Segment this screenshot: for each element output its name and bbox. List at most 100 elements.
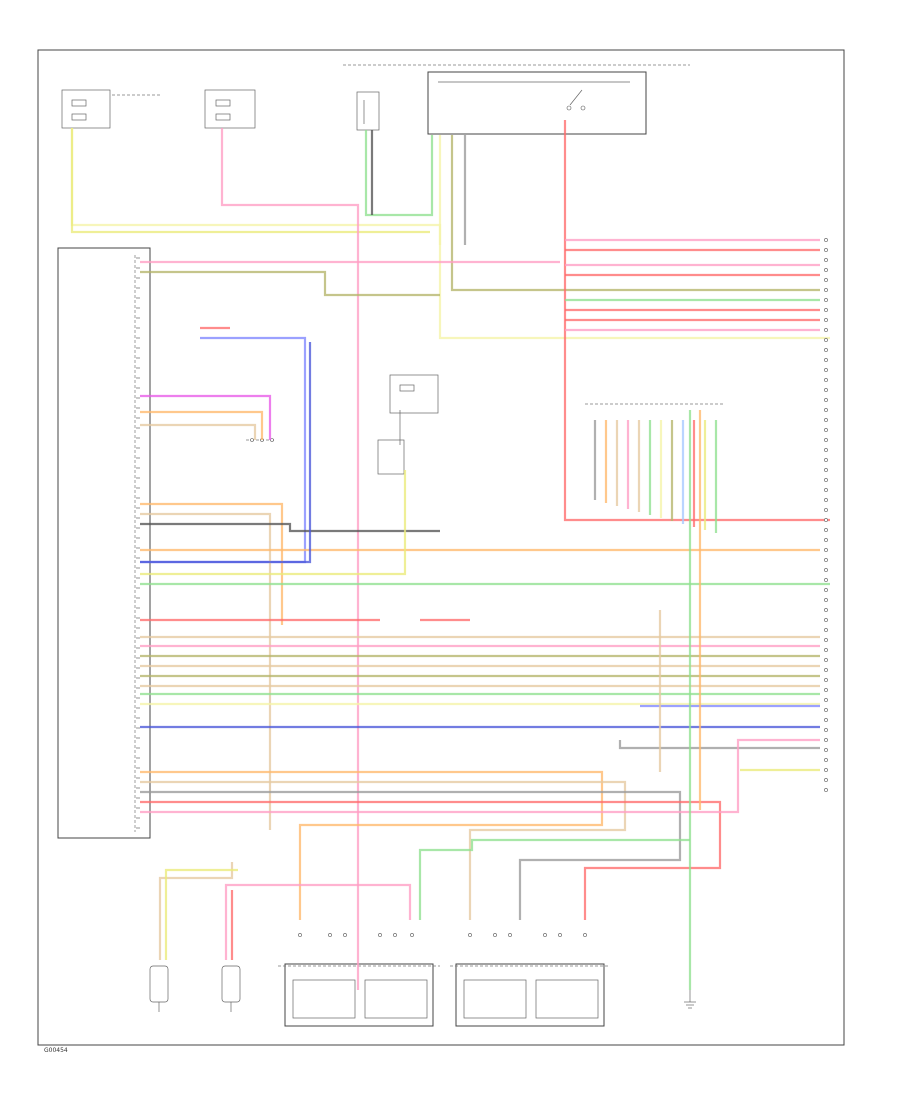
right-edge-terminal-49 bbox=[824, 728, 828, 732]
coil-terminal-9 bbox=[543, 933, 547, 937]
right-edge-terminal-3 bbox=[824, 268, 828, 272]
coil-terminal-3 bbox=[378, 933, 382, 937]
wire-0 bbox=[70, 128, 442, 245]
coil-terminal-10 bbox=[558, 933, 562, 937]
wire-21 bbox=[140, 394, 272, 440]
wire-5 bbox=[438, 135, 830, 340]
diagram-frame bbox=[37, 49, 845, 1046]
right-edge-terminal-21 bbox=[824, 448, 828, 452]
right-edge-terminal-7 bbox=[824, 308, 828, 312]
right-edge-terminal-48 bbox=[824, 718, 828, 722]
right-edge-terminal-53 bbox=[824, 768, 828, 772]
wire-1 bbox=[70, 128, 430, 234]
right-edge-terminal-34 bbox=[824, 578, 828, 582]
right-edge-terminal-39 bbox=[824, 628, 828, 632]
wire-67 bbox=[224, 883, 412, 960]
right-edge-terminal-42 bbox=[824, 658, 828, 662]
wire-65 bbox=[158, 862, 234, 960]
footer-code: G00454 bbox=[44, 1047, 68, 1054]
wire-6 bbox=[450, 135, 820, 292]
right-edge-terminal-40 bbox=[824, 638, 828, 642]
coil-terminal-2 bbox=[343, 933, 347, 937]
wire-3 bbox=[364, 130, 434, 217]
relay-middle bbox=[377, 374, 439, 475]
right-edge-terminal-2 bbox=[824, 258, 828, 262]
wire-66 bbox=[164, 868, 238, 960]
right-edge-terminal-19 bbox=[824, 428, 828, 432]
wire-25 bbox=[140, 512, 272, 830]
right-edge-terminal-50 bbox=[824, 738, 828, 742]
right-edge-terminal-1 bbox=[824, 248, 828, 252]
right-edge-terminal-26 bbox=[824, 498, 828, 502]
right-edge-terminal-38 bbox=[824, 618, 828, 622]
right-edge-terminal-43 bbox=[824, 668, 828, 672]
wire-22 bbox=[140, 410, 264, 440]
right-edge-terminal-52 bbox=[824, 758, 828, 762]
left-oxygen-sensor bbox=[149, 965, 169, 1012]
right-edge-terminal-12 bbox=[824, 358, 828, 362]
right-edge-terminal-10 bbox=[824, 338, 828, 342]
wire-18 bbox=[140, 270, 440, 297]
right-edge-terminal-51 bbox=[824, 748, 828, 752]
right-edge-terminal-54 bbox=[824, 778, 828, 782]
right-edge-terminal-6 bbox=[824, 298, 828, 302]
right-edge-terminal-23 bbox=[824, 468, 828, 472]
wire-59 bbox=[140, 800, 722, 920]
right-edge-terminal-47 bbox=[824, 708, 828, 712]
right-oxygen-sensor bbox=[221, 965, 241, 1012]
right-edge-terminal-37 bbox=[824, 608, 828, 612]
right-edge-terminal-36 bbox=[824, 598, 828, 602]
wire-29 bbox=[140, 470, 407, 576]
right-edge-terminal-11 bbox=[824, 348, 828, 352]
right-edge-terminal-45 bbox=[824, 688, 828, 692]
right-edge-terminal-32 bbox=[824, 558, 828, 562]
wire-23 bbox=[140, 423, 257, 440]
right-edge-terminal-33 bbox=[824, 568, 828, 572]
right-edge-terminal-5 bbox=[824, 288, 828, 292]
right-edge-terminal-46 bbox=[824, 698, 828, 702]
coil-terminal-0 bbox=[298, 933, 302, 937]
wire-20 bbox=[140, 336, 307, 564]
wire-2 bbox=[220, 128, 360, 990]
right-edge-terminal-4 bbox=[824, 278, 828, 282]
right-edge-terminal-30 bbox=[824, 538, 828, 542]
right-edge-terminal-17 bbox=[824, 408, 828, 412]
right-edge-terminal-35 bbox=[824, 588, 828, 592]
right-edge-terminal-28 bbox=[824, 518, 828, 522]
coil-terminal-11 bbox=[583, 933, 587, 937]
coil-terminal-6 bbox=[468, 933, 472, 937]
right-edge-terminal-27 bbox=[824, 508, 828, 512]
right-edge-terminal-31 bbox=[824, 548, 828, 552]
wire-55 bbox=[618, 740, 820, 750]
right-edge-terminal-24 bbox=[824, 478, 828, 482]
right-edge-terminal-20 bbox=[824, 438, 828, 442]
right-edge-terminal-13 bbox=[824, 368, 828, 372]
coil-terminal-4 bbox=[393, 933, 397, 937]
wire-26 bbox=[140, 522, 440, 533]
fuse-box-center bbox=[204, 89, 256, 129]
wire-group bbox=[70, 120, 830, 990]
right-edge-terminal-15 bbox=[824, 388, 828, 392]
right-edge-terminal-14 bbox=[824, 378, 828, 382]
wire-57 bbox=[140, 780, 627, 920]
relay-small bbox=[356, 91, 380, 131]
right-edge-terminal-8 bbox=[824, 318, 828, 322]
right-edge-terminal-44 bbox=[824, 678, 828, 682]
right-edge-terminal-16 bbox=[824, 398, 828, 402]
right-edge-terminal-18 bbox=[824, 418, 828, 422]
right-edge-terminal-22 bbox=[824, 458, 828, 462]
pcm-module bbox=[57, 247, 151, 839]
right-edge-terminal-29 bbox=[824, 528, 828, 532]
right-edge-terminal-55 bbox=[824, 788, 828, 792]
label-group bbox=[136, 238, 828, 937]
wire-8 bbox=[563, 120, 830, 522]
fuse-box-left bbox=[61, 89, 160, 129]
coil-terminal-1 bbox=[328, 933, 332, 937]
right-edge-terminal-0 bbox=[824, 238, 828, 242]
wire-56 bbox=[140, 770, 604, 920]
wire-58 bbox=[140, 790, 682, 920]
coil-terminal-7 bbox=[493, 933, 497, 937]
coil-terminal-5 bbox=[410, 933, 414, 937]
left-ignition-coil bbox=[450, 963, 608, 1027]
